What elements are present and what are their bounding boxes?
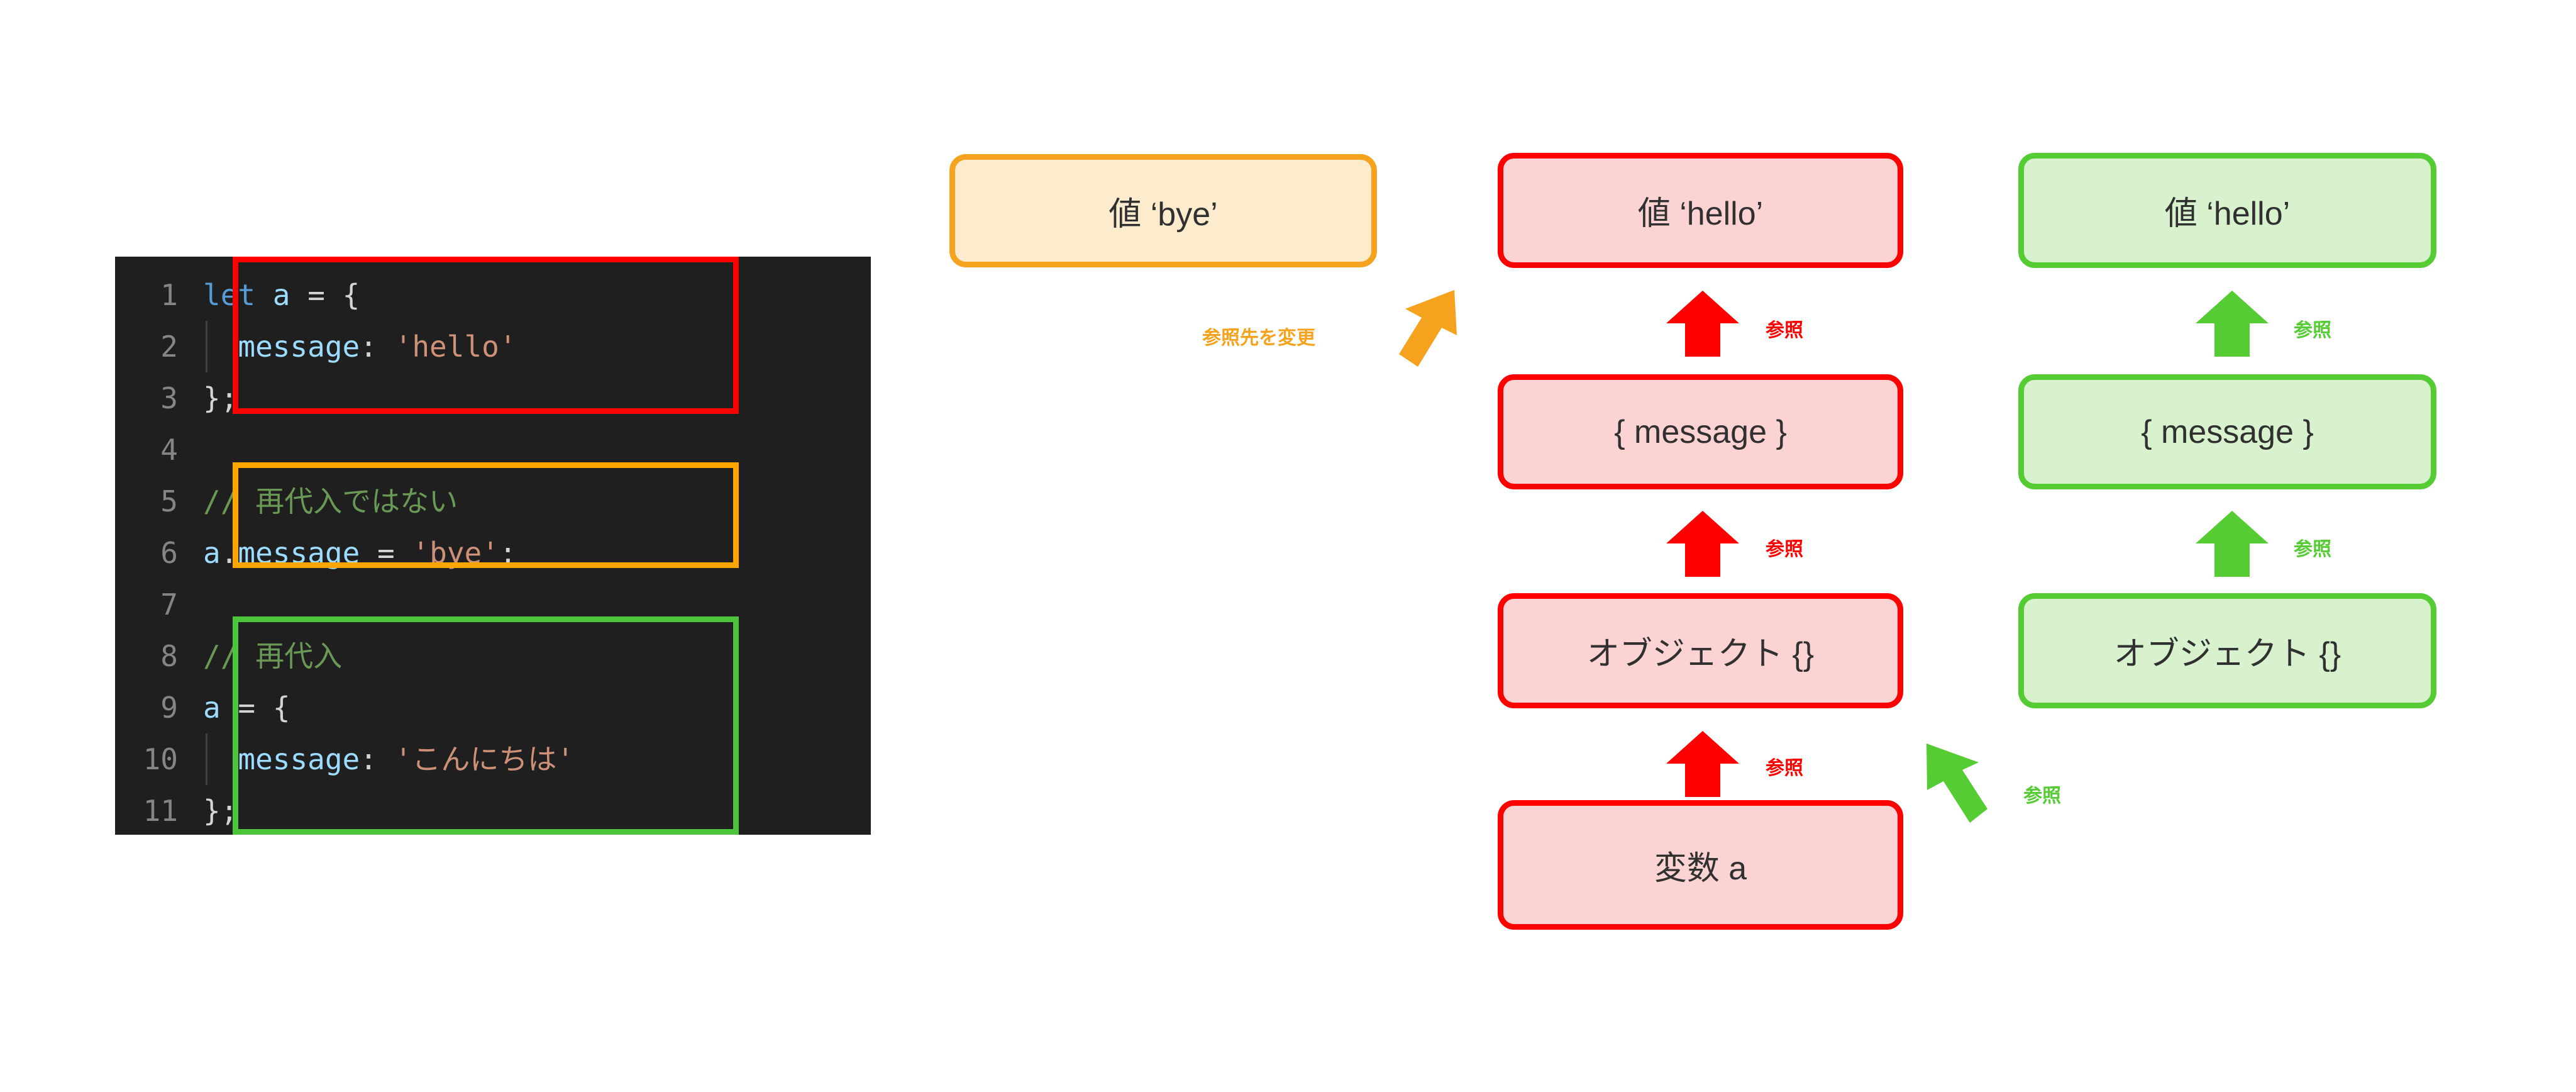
code-line[interactable]: // 再代入ではない <box>192 476 871 527</box>
code-token <box>377 330 395 364</box>
code-token <box>221 691 238 725</box>
code-token <box>203 330 238 364</box>
code-token <box>360 536 377 570</box>
code-token: let <box>203 278 256 312</box>
code-token <box>255 691 273 725</box>
code-line[interactable]: message: 'hello' <box>192 321 871 372</box>
code-line[interactable]: }; <box>192 785 871 837</box>
arrow-reference-green-1 <box>2196 291 2269 357</box>
line-number-gutter: 1 2 3 4 5 6 7 8 9 10 11 <box>115 257 192 835</box>
code-token <box>290 278 308 312</box>
arrow-reference-green-diagonal <box>1926 744 1987 823</box>
node-red-object: オブジェクト {} <box>1498 593 1903 708</box>
code-token: message <box>238 536 360 570</box>
code-token: : <box>360 742 377 776</box>
code-token: message <box>238 330 360 364</box>
code-token: ; <box>499 536 517 570</box>
code-line[interactable] <box>192 424 871 476</box>
node-label: 値 ‘bye’ <box>1108 196 1218 233</box>
code-token: message <box>238 742 360 776</box>
code-line[interactable]: }; <box>192 372 871 424</box>
arrow-label-reference-red-3: 参照 <box>1766 758 1803 779</box>
code-token: 'bye' <box>412 536 499 570</box>
node-red-variable-a: 変数 a <box>1498 800 1903 930</box>
line-number: 5 <box>160 484 178 518</box>
code-token: }; <box>203 381 238 415</box>
indent-guide <box>206 733 207 785</box>
code-token: = <box>238 691 256 725</box>
arrow-label-reference-green-diagonal: 参照 <box>2023 786 2061 806</box>
code-token: a <box>203 536 221 570</box>
code-token: // 再代入 <box>203 639 343 673</box>
code-token: . <box>220 536 238 570</box>
code-token: // 再代入ではない <box>203 484 458 518</box>
line-number: 9 <box>160 691 178 725</box>
arrow-label-reference-red-2: 参照 <box>1766 539 1803 560</box>
node-label: { message } <box>1614 413 1787 450</box>
line-number: 10 <box>143 742 178 776</box>
arrow-reference-red-1 <box>1666 291 1739 357</box>
arrow-reference-green-2 <box>2196 511 2269 577</box>
line-number: 4 <box>160 433 178 467</box>
line-number: 3 <box>160 381 178 415</box>
code-token: = <box>377 536 395 570</box>
code-token <box>395 536 412 570</box>
node-label: 変数 a <box>1654 850 1747 887</box>
node-green-message-slot: { message } <box>2018 374 2436 489</box>
code-line[interactable]: a = { <box>192 682 871 733</box>
line-number: 1 <box>160 278 178 312</box>
code-line[interactable]: message: 'こんにちは' <box>192 733 871 785</box>
code-token: 'こんにちは' <box>394 742 575 776</box>
arrow-label-reference-green-2: 参照 <box>2294 539 2331 560</box>
node-label: 値 ‘hello’ <box>1637 196 1764 232</box>
code-token <box>325 278 343 312</box>
line-number: 2 <box>160 330 178 364</box>
code-line[interactable]: // 再代入 <box>192 630 871 682</box>
node-label: { message } <box>2141 413 2314 450</box>
code-line[interactable] <box>192 579 871 630</box>
code-token: }; <box>203 794 238 828</box>
code-token: 'hello' <box>394 330 517 364</box>
node-green-value-hello: 値 ‘hello’ <box>2018 153 2436 268</box>
arrow-label-reference-red-1: 参照 <box>1766 320 1803 341</box>
code-token: { <box>342 278 360 312</box>
indent-guide <box>206 321 207 372</box>
code-token <box>377 742 395 776</box>
code-token: a <box>203 691 221 725</box>
node-label: オブジェクト {} <box>2113 636 2341 672</box>
line-number: 6 <box>160 536 178 570</box>
node-value-bye: 値 ‘bye’ <box>949 154 1377 267</box>
code-line[interactable]: a.message = 'bye'; <box>192 527 871 579</box>
node-label: 値 ‘hello’ <box>2164 196 2291 232</box>
arrow-label-reference-green-1: 参照 <box>2294 320 2331 341</box>
arrow-reference-red-2 <box>1666 511 1739 577</box>
arrow-change-reference-orange <box>1399 290 1457 367</box>
line-number: 8 <box>160 639 178 673</box>
code-token: a <box>272 278 290 312</box>
node-label: オブジェクト {} <box>1586 636 1815 672</box>
line-number: 7 <box>160 588 178 621</box>
line-number: 11 <box>143 794 178 828</box>
code-token <box>255 278 273 312</box>
node-green-object: オブジェクト {} <box>2018 593 2436 708</box>
code-token: = <box>307 278 325 312</box>
node-red-value-hello: 値 ‘hello’ <box>1498 153 1903 268</box>
code-content[interactable]: let a = { message: 'hello'}; // 再代入ではない a.… <box>192 257 871 835</box>
code-editor[interactable]: 1 2 3 4 5 6 7 8 9 10 11 let a = { message: 'hello'… <box>115 257 871 835</box>
code-token <box>203 742 238 776</box>
code-token: { <box>272 691 290 725</box>
code-line[interactable]: let a = { <box>192 269 871 321</box>
node-red-message-slot: { message } <box>1498 374 1903 489</box>
arrow-reference-red-3 <box>1666 731 1739 797</box>
code-token: : <box>360 330 377 364</box>
arrow-label-change-reference: 参照先を変更 <box>1202 328 1315 348</box>
